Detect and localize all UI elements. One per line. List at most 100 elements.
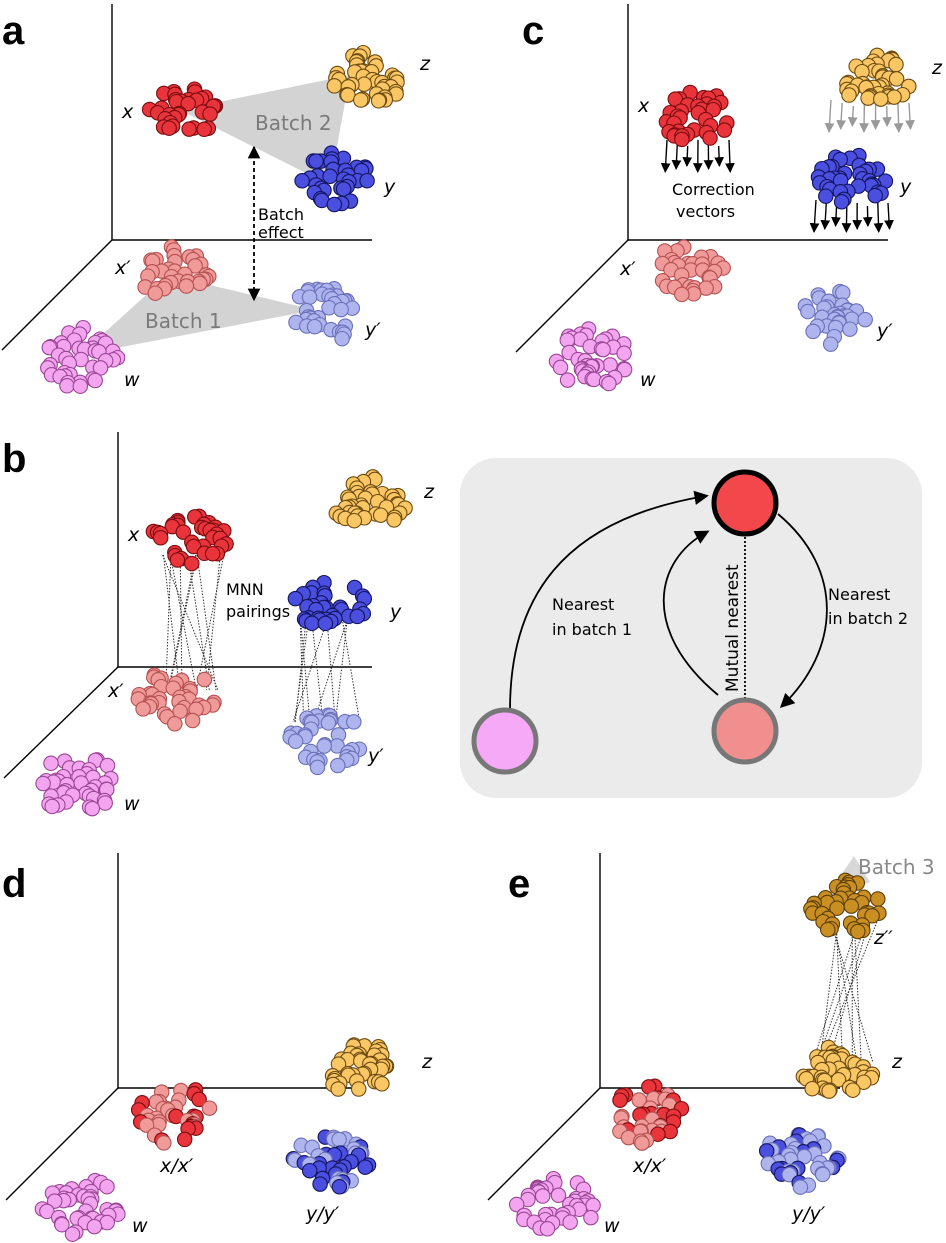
- cell-dot: [308, 153, 324, 169]
- cell-dot: [349, 608, 366, 625]
- cell-dot: [359, 172, 375, 189]
- label-z: z: [931, 57, 943, 79]
- cell-dot: [818, 188, 834, 204]
- cell-dot: [829, 900, 845, 916]
- cell-dot: [201, 1100, 218, 1116]
- label-z: z: [419, 53, 431, 75]
- arrow-mutual-left: [662, 530, 719, 696]
- cell-dot: [508, 1196, 525, 1213]
- correction-vector: [824, 99, 835, 133]
- cell-dot: [888, 56, 904, 73]
- correction-vector: [682, 145, 693, 167]
- cell-dot: [820, 921, 836, 938]
- cell-dot: [161, 120, 177, 136]
- mnn-pair-line: [169, 554, 197, 691]
- cell-dot: [187, 258, 203, 274]
- label-y: y: [389, 601, 402, 623]
- cell-dot: [386, 512, 402, 528]
- correction-vector: [836, 102, 847, 130]
- cell-dot: [886, 89, 902, 105]
- cell-dot: [167, 716, 183, 732]
- correction-vector: [847, 105, 858, 127]
- label-w: w: [604, 1215, 620, 1237]
- label-x-merged: x/x′: [632, 1155, 667, 1177]
- cluster-w: [35, 752, 119, 817]
- nearest-batch1-label-2: in batch 1: [552, 620, 632, 639]
- nearest-batch2-label-2: in batch 2: [828, 609, 908, 628]
- correction-arrows-y: [809, 199, 894, 233]
- mnn-pair-line: [853, 921, 862, 1063]
- node-batch1-violet: [471, 707, 539, 775]
- panel-d-letter: d: [2, 862, 26, 906]
- panel-b: b MNN pairings x z y x′ y′ w: [2, 432, 435, 817]
- label-w: w: [124, 793, 140, 815]
- mnn-pair-line: [196, 554, 217, 691]
- mnn-pair-line: [167, 554, 197, 691]
- cluster-y-merged: [285, 1129, 377, 1195]
- correction-vector: [820, 202, 831, 230]
- cell-dot: [99, 757, 116, 774]
- panel-e: e Batch 3 z′′ z x/x′ y/y′ w: [487, 853, 935, 1237]
- panel-c: c Correction vectors x z y x′ y′ w: [515, 4, 943, 392]
- cell-dot: [87, 372, 103, 389]
- cluster-w: [548, 321, 633, 392]
- cell-dot: [181, 121, 197, 137]
- cell-dot: [583, 1209, 599, 1226]
- label-y: y: [899, 176, 912, 198]
- mnn-pairing-lines-z: [812, 921, 878, 1063]
- correction-vector: [809, 199, 820, 233]
- mnn-pair-line: [292, 621, 327, 723]
- panel-e-axes: [487, 853, 840, 1201]
- correction-label-1: Correction: [672, 180, 755, 199]
- cluster-x: [145, 508, 234, 572]
- label-x-prime: x′: [114, 257, 131, 279]
- cell-dot: [330, 757, 346, 774]
- cell-dot: [870, 891, 886, 907]
- mnn-pair-line: [812, 921, 859, 1063]
- cluster-y-prime: [797, 283, 873, 352]
- cluster-y: [810, 147, 894, 210]
- mnn-pair-line: [294, 621, 309, 723]
- cell-dot: [301, 1162, 318, 1179]
- cell-dot: [350, 1081, 367, 1097]
- cell-dot: [331, 1131, 347, 1148]
- panel-c-letter: c: [522, 9, 544, 53]
- cell-dot: [792, 1179, 809, 1195]
- cell-dot: [86, 1218, 103, 1235]
- cluster-y-prime: [288, 281, 361, 347]
- cluster-y-merged: [758, 1127, 847, 1195]
- cluster-z: [326, 44, 405, 109]
- mnn-pair-line: [162, 554, 219, 691]
- label-w: w: [132, 1215, 148, 1237]
- cell-dot: [552, 359, 569, 376]
- cell-dot: [346, 512, 363, 529]
- cell-dot: [320, 715, 337, 731]
- cell-dot: [156, 1135, 172, 1151]
- cell-dot: [333, 301, 349, 318]
- cell-dot: [54, 1216, 70, 1233]
- cell-dot: [758, 1143, 775, 1159]
- cell-dot: [322, 168, 338, 185]
- mnn-pair-line: [205, 554, 221, 691]
- mnn-pair-line: [835, 921, 844, 1063]
- cluster-w: [34, 1172, 126, 1242]
- cell-dot: [674, 286, 690, 303]
- cell-dot: [97, 795, 113, 811]
- cell-dot: [814, 1166, 831, 1183]
- cell-dot: [595, 341, 611, 358]
- mutual-nearest-label: Mutual nearest: [723, 564, 743, 692]
- cell-dot: [72, 378, 89, 394]
- panel-a: a Batch 2 Batch 1 Batch effect x z y x′ …: [1, 4, 431, 394]
- panel-a-letter: a: [2, 9, 25, 53]
- correction-arrows-z: [824, 99, 915, 133]
- cell-dot: [99, 1214, 115, 1231]
- label-y-prime: y′: [876, 320, 893, 342]
- batch-effect-label-2: effect: [258, 223, 304, 242]
- cell-dot: [43, 755, 59, 772]
- cluster-x: [658, 84, 735, 148]
- correction-vector: [671, 142, 682, 170]
- label-x-prime: x′: [107, 680, 124, 702]
- label-z: z: [423, 481, 435, 503]
- correction-vector: [660, 139, 671, 173]
- cell-dot: [169, 552, 186, 568]
